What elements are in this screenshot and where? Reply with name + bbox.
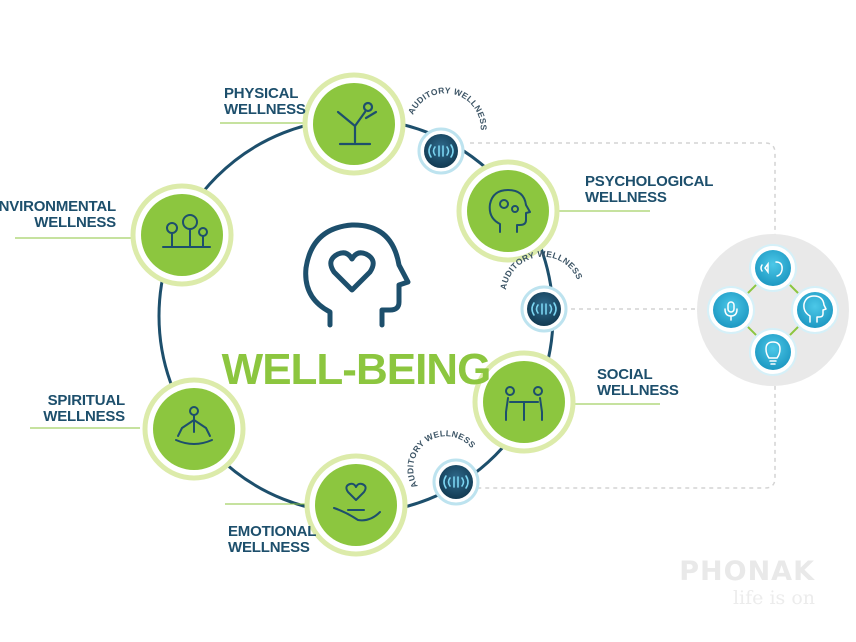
emotional-label-line2: WELLNESS [228, 539, 310, 556]
psychological-label-line2: WELLNESS [585, 189, 667, 206]
environmental-wellness-node [130, 183, 234, 287]
head-gears-icon [488, 189, 531, 233]
sound-wave-icon [428, 144, 454, 158]
psychological-wellness-node [456, 159, 560, 263]
head-heart-icon [303, 222, 411, 328]
environmental-label-line2: WELLNESS [34, 214, 116, 231]
trees-icon [162, 214, 211, 248]
ear-sound-node [749, 244, 797, 292]
sound-wave-icon [443, 475, 469, 489]
brand-name: PHONAK [679, 556, 815, 587]
hearing-cluster [697, 234, 849, 386]
microphone-icon [724, 301, 738, 321]
meditation-icon [175, 406, 213, 445]
ear-sound-icon [760, 261, 783, 277]
auditory-node-3 [432, 458, 480, 506]
auditory-node-2 [520, 285, 568, 333]
spiritual-wellness-node [142, 377, 246, 481]
auditory-node-1 [417, 127, 465, 175]
wellbeing-title: WELL-BEING [222, 345, 491, 394]
microphone-node [707, 286, 755, 334]
sound-wave-icon [531, 302, 557, 316]
social-wellness-node [472, 350, 576, 454]
psychological-label-line1: PSYCHOLOGICAL [585, 173, 713, 190]
lightbulb-icon [765, 341, 781, 365]
head-listening-node [791, 286, 839, 334]
brand-tagline: life is on [733, 587, 815, 609]
auditory-label-1: AUDITORY WELLNESS [406, 85, 489, 130]
emotional-label-line1: EMOTIONAL [228, 523, 316, 540]
environmental-label-line1: ENVIRONMENTAL [0, 198, 116, 215]
social-label-line1: SOCIAL [597, 366, 653, 383]
lightbulb-node [749, 328, 797, 376]
physical-wellness-node [302, 72, 406, 176]
yoga-pose-icon [336, 101, 378, 146]
physical-label-line2: WELLNESS [224, 101, 306, 118]
spiritual-label-line2: WELLNESS [43, 408, 125, 425]
emotional-wellness-node [304, 453, 408, 557]
social-label-line2: WELLNESS [597, 382, 679, 399]
head-listening-icon [803, 295, 827, 323]
physical-label-line1: PHYSICAL [224, 85, 298, 102]
spiritual-label-line1: SPIRITUAL [48, 392, 125, 409]
heart-in-hand-icon [333, 482, 381, 522]
people-at-table-icon [505, 386, 543, 421]
dimension-labels: PHYSICAL WELLNESS PSYCHOLOGICAL WELLNESS… [0, 85, 713, 556]
